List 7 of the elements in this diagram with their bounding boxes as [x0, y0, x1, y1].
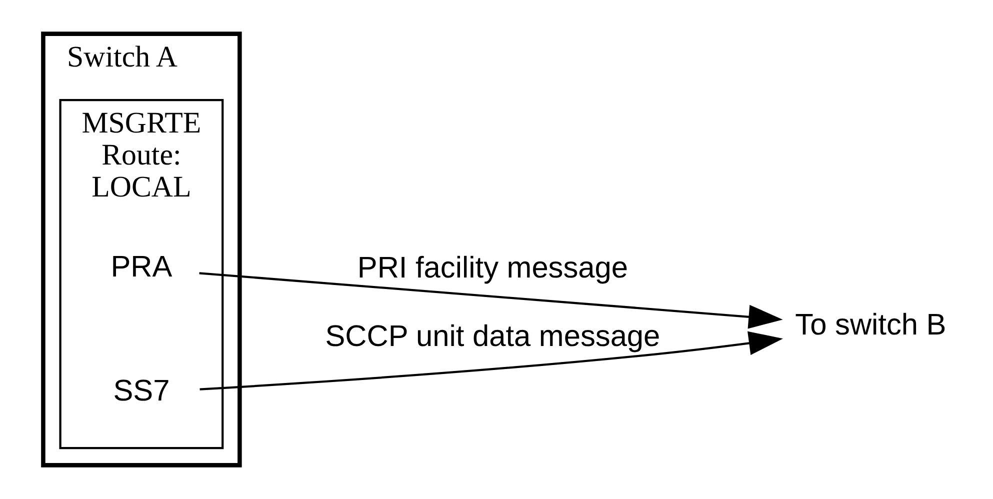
edge-label: PRI facility message	[356, 252, 628, 285]
node-text: SS7	[112, 374, 170, 408]
arrow	[199, 331, 782, 390]
edge-label: SCCP unit data message	[324, 320, 660, 354]
arrow	[198, 272, 782, 329]
node-text: PRA	[110, 250, 172, 284]
node-text: To switch B	[794, 308, 946, 342]
